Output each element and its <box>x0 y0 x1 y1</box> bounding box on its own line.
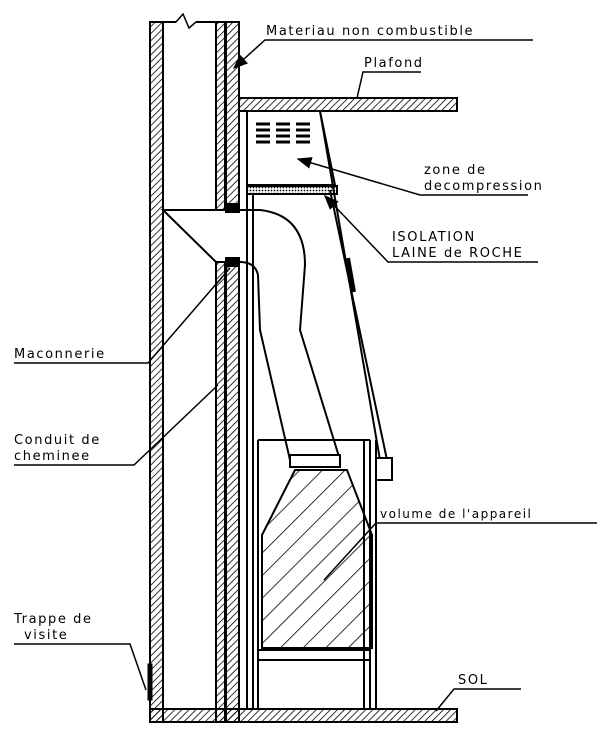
label-decompression-2: decompression <box>424 179 543 194</box>
label-ceiling: Plafond <box>364 56 424 71</box>
label-flue-1: Conduit de <box>14 433 101 448</box>
vent-grille <box>256 122 310 144</box>
label-decompression-1: zone de <box>424 163 487 178</box>
outer-masonry-wall <box>149 21 164 723</box>
label-flue-2: cheminee <box>14 449 91 464</box>
wall-seal-bottom <box>225 257 240 267</box>
ceiling-slab <box>238 97 458 112</box>
label-appliance-volume: volume de l'appareil <box>380 507 532 521</box>
inspection-hatch <box>147 663 153 701</box>
label-hatch-1: Trappe de <box>13 612 93 627</box>
break-line <box>175 12 197 30</box>
air-inlet-box <box>375 457 393 481</box>
label-hatch-2: visite <box>24 628 68 643</box>
flue-collar <box>289 454 341 468</box>
label-insulation-1: ISOLATION <box>392 230 476 245</box>
inner-masonry-wall <box>215 21 226 723</box>
flue-pipe <box>160 203 342 461</box>
non-combustible-lining <box>225 21 240 723</box>
labels: Materiau non combustible Plafond zone de… <box>13 24 543 688</box>
rock-wool-insulation <box>246 185 338 195</box>
label-material: Materiau non combustible <box>266 24 474 39</box>
floor-slab <box>149 708 458 723</box>
label-floor: SOL <box>458 673 489 688</box>
appliance-volume-body <box>261 469 373 649</box>
wall-seal-top <box>225 203 240 213</box>
label-masonry: Maconnerie <box>14 347 106 362</box>
decompression-zone <box>246 110 338 195</box>
leader-lines <box>14 39 597 712</box>
label-insulation-2: LAINE de ROCHE <box>392 246 523 261</box>
chimney-walls <box>149 12 240 723</box>
appliance-frame <box>246 194 393 709</box>
